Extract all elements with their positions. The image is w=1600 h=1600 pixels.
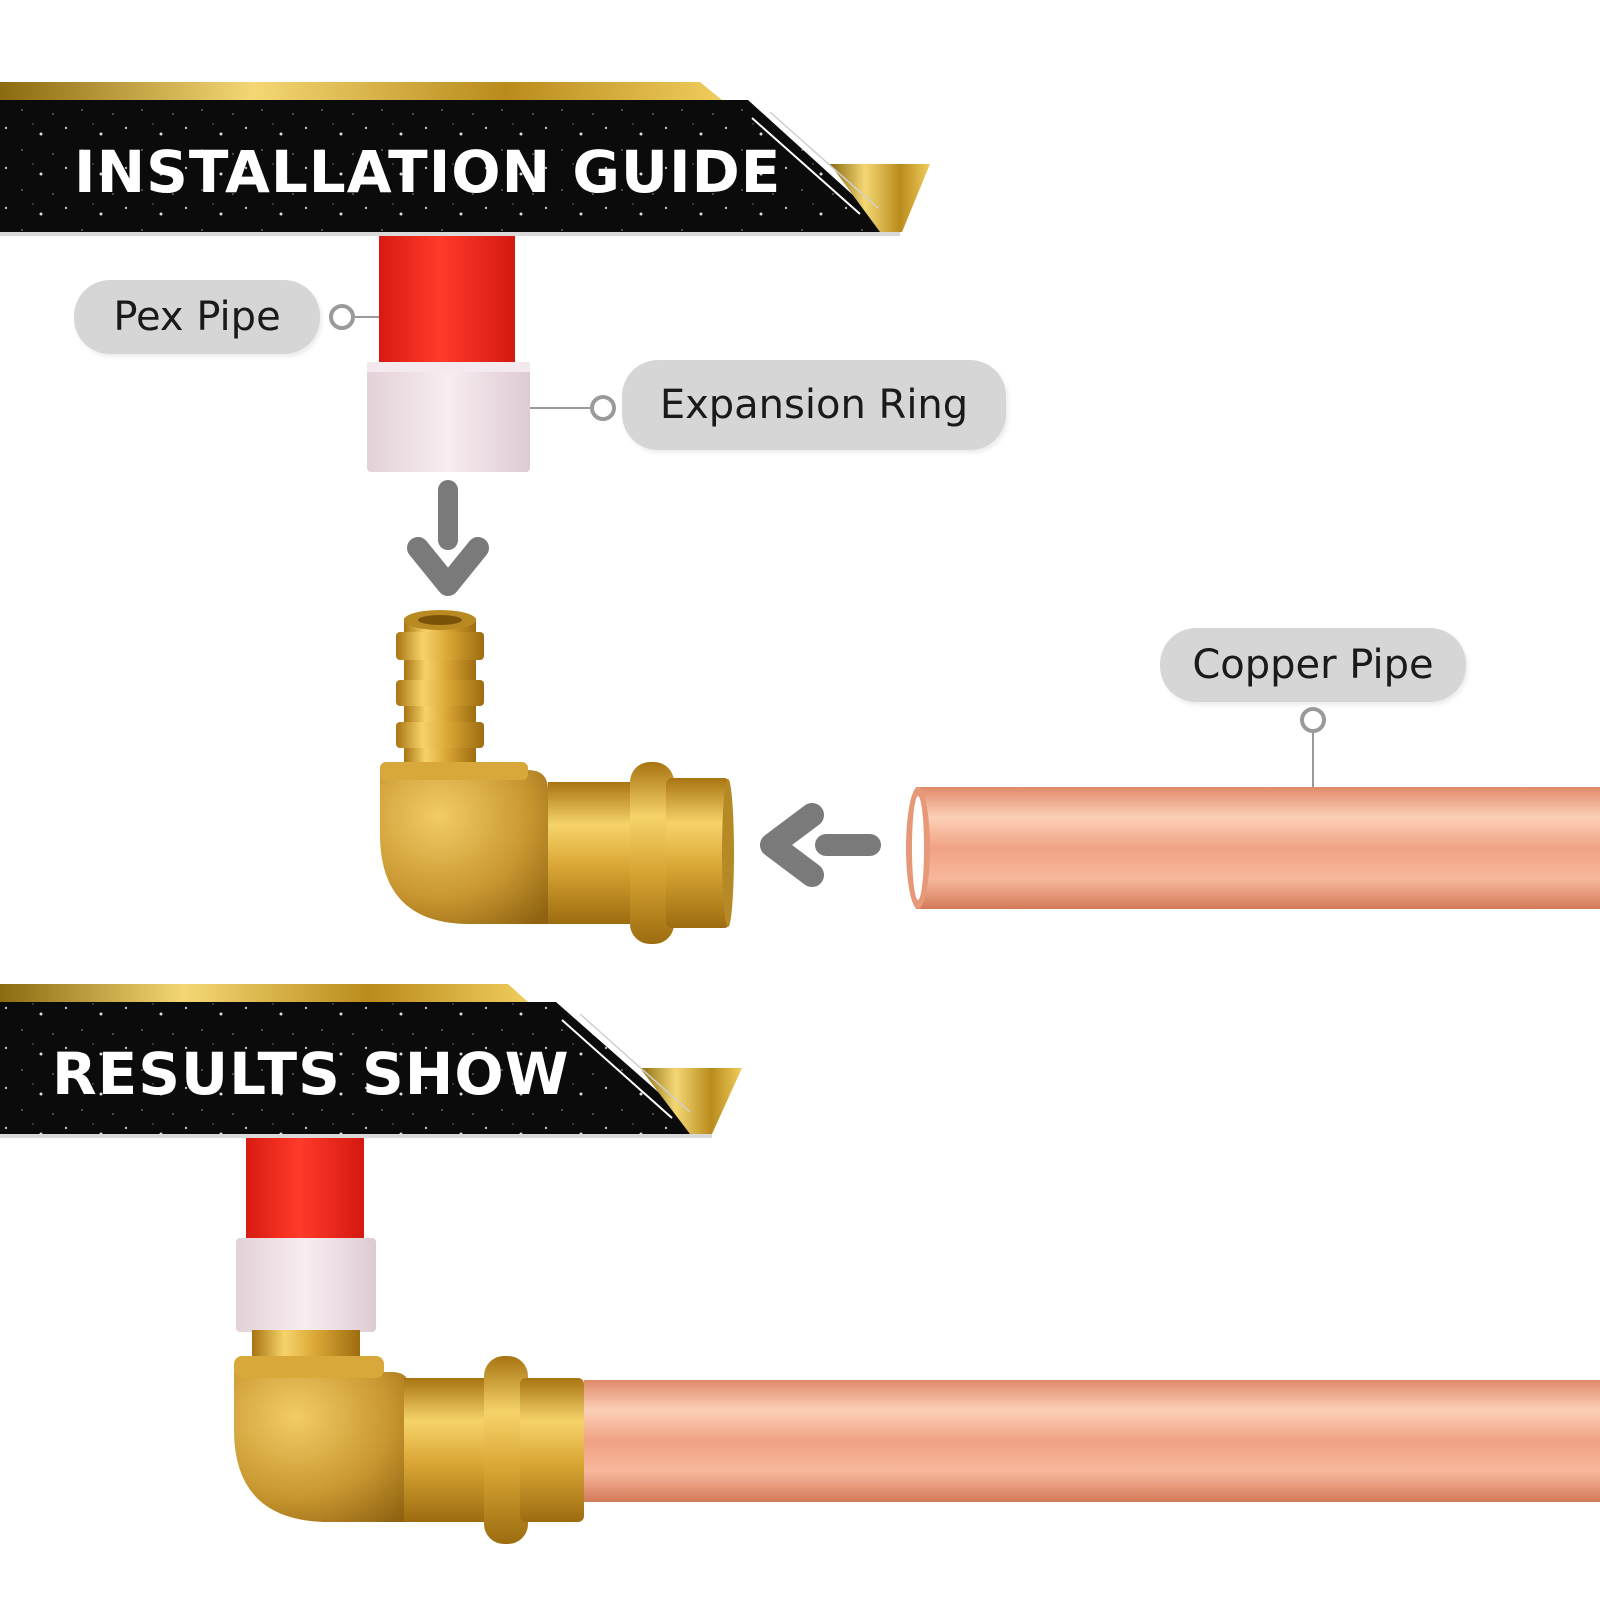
assembled-expansion-ring xyxy=(236,1238,376,1332)
pex-pipe-label: Pex Pipe xyxy=(74,280,320,354)
expansion-ring-label-text: Expansion Ring xyxy=(659,382,969,428)
copper-pipe-connector xyxy=(1300,707,1326,787)
copper-pipe xyxy=(906,787,1600,909)
copper-pipe-label-text: Copper Pipe xyxy=(1192,642,1434,688)
down-arrow-icon xyxy=(407,480,489,596)
expansion-ring-connector xyxy=(530,395,616,421)
results-show-title: RESULTS SHOW xyxy=(52,1040,570,1108)
expansion-ring-label: Expansion Ring xyxy=(622,360,1006,450)
installation-guide-title: INSTALLATION GUIDE xyxy=(74,138,782,206)
results-show-banner xyxy=(0,984,742,1138)
brass-elbow-fitting xyxy=(380,610,734,944)
pex-pipe-label-text: Pex Pipe xyxy=(113,294,281,340)
assembled-copper-pipe xyxy=(584,1380,1600,1502)
assembled-pex-pipe xyxy=(246,1138,364,1240)
expansion-ring xyxy=(367,362,530,472)
left-arrow-icon xyxy=(760,803,881,887)
pex-pipe-connector xyxy=(329,304,379,330)
assembled-brass-elbow xyxy=(234,1330,584,1544)
copper-pipe-label: Copper Pipe xyxy=(1160,628,1466,702)
pex-pipe xyxy=(379,236,515,364)
installation-guide-banner xyxy=(0,82,930,236)
